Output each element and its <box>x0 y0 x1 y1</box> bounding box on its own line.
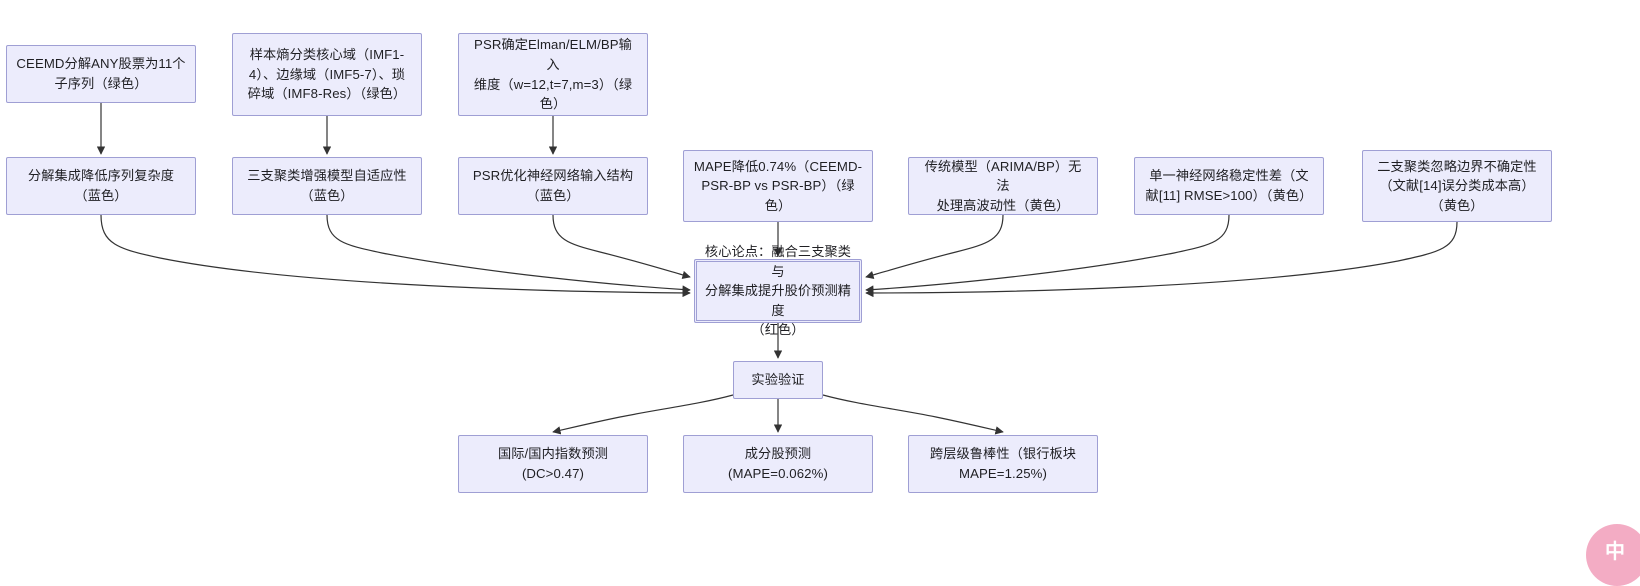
node-index-forecast-result[interactable]: 国际/国内指数预测 (DC>0.47) <box>458 435 648 493</box>
node-label: 单一神经网络稳定性差（文 献[11] RMSE>100）（黄色） <box>1145 168 1313 203</box>
node-constituent-stock-result[interactable]: 成分股预测 (MAPE=0.062%) <box>683 435 873 493</box>
node-ceemd-decomposition[interactable]: CEEMD分解ANY股票为11个 子序列（绿色） <box>6 45 196 103</box>
node-mape-reduction[interactable]: MAPE降低0.74%（CEEMD- PSR-BP vs PSR-BP）（绿 色… <box>683 150 873 222</box>
node-traditional-model-limitation[interactable]: 传统模型（ARIMA/BP）无法 处理高波动性（黄色） <box>908 157 1098 215</box>
node-label: 国际/国内指数预测 (DC>0.47) <box>497 446 609 481</box>
node-two-way-clustering-limitation[interactable]: 二支聚类忽略边界不确定性 （文献[14]误分类成本高） （黄色） <box>1362 150 1552 222</box>
node-label: 跨层级鲁棒性（银行板块 MAPE=1.25%) <box>929 446 1077 481</box>
node-decomposition-reduces-complexity[interactable]: 分解集成降低序列复杂度 （蓝色） <box>6 157 196 215</box>
node-label: 实验验证 <box>751 372 805 388</box>
node-single-network-instability[interactable]: 单一神经网络稳定性差（文 献[11] RMSE>100）（黄色） <box>1134 157 1324 215</box>
node-psr-input-dimension[interactable]: PSR确定Elman/ELM/BP输入 维度（w=12,t=7,m=3）（绿 色… <box>458 33 648 116</box>
node-label: 三支聚类增强模型自适应性 （蓝色） <box>247 168 407 203</box>
node-three-way-clustering-adaptivity[interactable]: 三支聚类增强模型自适应性 （蓝色） <box>232 157 422 215</box>
edge-n6-n11 <box>552 214 691 280</box>
edge-n5-n11 <box>326 214 691 294</box>
node-label: 成分股预测 (MAPE=0.062%) <box>728 446 828 481</box>
node-label: 样本熵分类核心域（IMF1- 4）、边缘域（IMF5-7）、琐 碎域（IMF8-… <box>247 47 407 102</box>
node-label: 二支聚类忽略边界不确定性 （文献[14]误分类成本高） （黄色） <box>1377 158 1537 213</box>
edge-n12-n13 <box>552 394 734 435</box>
edge-n4-n11 <box>100 214 691 298</box>
node-experimental-validation[interactable]: 实验验证 <box>733 361 823 399</box>
node-label: MAPE降低0.74%（CEEMD- PSR-BP vs PSR-BP）（绿 色… <box>693 158 863 213</box>
node-label: CEEMD分解ANY股票为11个 子序列（绿色） <box>16 56 186 91</box>
edge-n12-n15 <box>822 394 1004 435</box>
node-core-thesis[interactable]: 核心论点：融合三支聚类与 分解集成提升股价预测精度 （红色） <box>694 244 862 337</box>
node-label: 传统模型（ARIMA/BP）无法 处理高波动性（黄色） <box>924 158 1082 213</box>
watermark-text: 中 <box>1605 540 1625 563</box>
node-psr-optimizes-network-input[interactable]: PSR优化神经网络输入结构 （蓝色） <box>458 157 648 215</box>
node-label: 分解集成降低序列复杂度 （蓝色） <box>27 168 175 203</box>
node-cross-level-robustness-result[interactable]: 跨层级鲁棒性（银行板块 MAPE=1.25%) <box>908 435 1098 493</box>
watermark-badge: 中 <box>1586 524 1640 586</box>
edge-n10-n11 <box>865 221 1458 298</box>
node-label: PSR优化神经网络输入结构 （蓝色） <box>472 168 634 203</box>
edge-n8-n11 <box>865 214 1004 280</box>
node-label: PSR确定Elman/ELM/BP输入 维度（w=12,t=7,m=3）（绿 色… <box>473 37 633 112</box>
edge-n9-n11 <box>865 214 1230 294</box>
flowchart-canvas: CEEMD分解ANY股票为11个 子序列（绿色） 样本熵分类核心域（IMF1- … <box>6 33 1640 586</box>
node-sample-entropy-classification[interactable]: 样本熵分类核心域（IMF1- 4）、边缘域（IMF5-7）、琐 碎域（IMF8-… <box>232 33 422 116</box>
node-label: 核心论点：融合三支聚类与 分解集成提升股价预测精度 （红色） <box>704 244 852 338</box>
